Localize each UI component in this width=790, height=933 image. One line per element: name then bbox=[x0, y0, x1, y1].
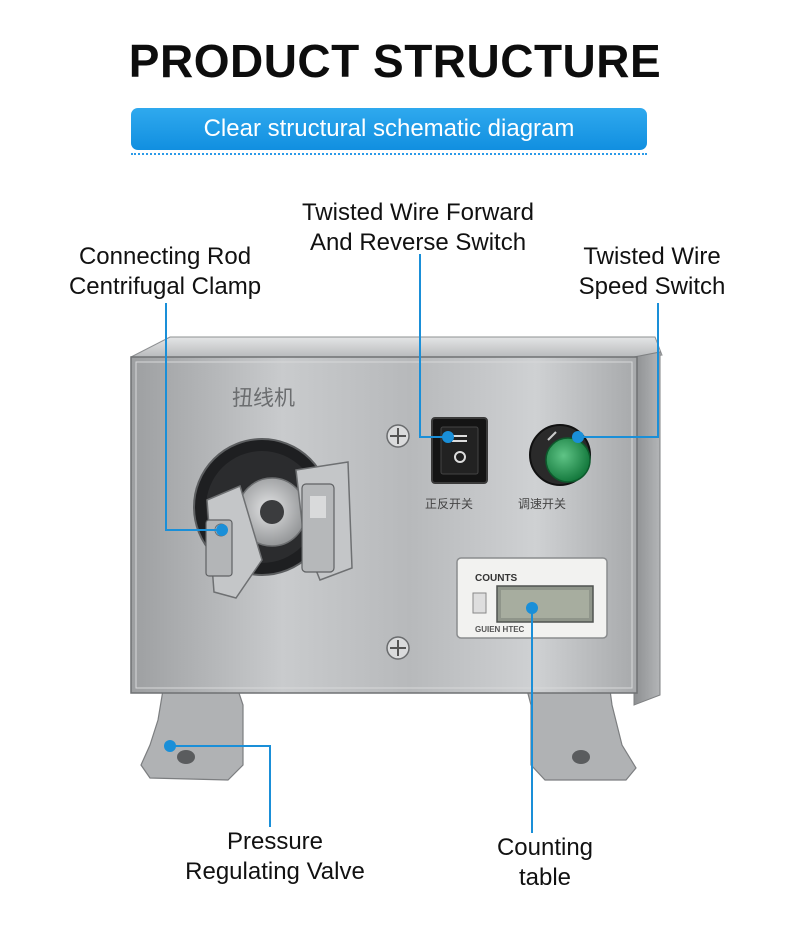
speed-switch-label-cn: 调速开关 bbox=[518, 497, 566, 511]
banner-underline bbox=[131, 153, 647, 155]
leader-lines bbox=[165, 254, 659, 833]
bottom-screw bbox=[386, 636, 410, 660]
direction-rocker-switch bbox=[431, 417, 488, 484]
label-speed-switch: Twisted Wire Speed Switch bbox=[578, 243, 726, 300]
direction-switch-label-cn: 正反开关 bbox=[425, 497, 473, 511]
counter-display bbox=[456, 557, 608, 639]
label-direction-switch: Twisted Wire Forward And Reverse Switch bbox=[301, 199, 535, 256]
top-screw bbox=[386, 424, 410, 448]
label-valve: Pressure Regulating Valve bbox=[185, 828, 365, 885]
leader-dots bbox=[164, 431, 584, 752]
counter-brand: COUNTS bbox=[475, 573, 518, 584]
clamp-arm-right bbox=[295, 461, 353, 581]
counter-maker: GUIEN HTEC bbox=[475, 625, 525, 634]
subtitle-banner: Clear structural schematic diagram bbox=[131, 108, 647, 150]
label-clamp: Connecting Rod Centrifugal Clamp bbox=[68, 243, 262, 300]
page-title: PRODUCT STRUCTURE bbox=[128, 35, 662, 87]
device-name-cn: 扭线机 bbox=[232, 386, 295, 410]
label-counter: Counting table bbox=[496, 834, 594, 891]
